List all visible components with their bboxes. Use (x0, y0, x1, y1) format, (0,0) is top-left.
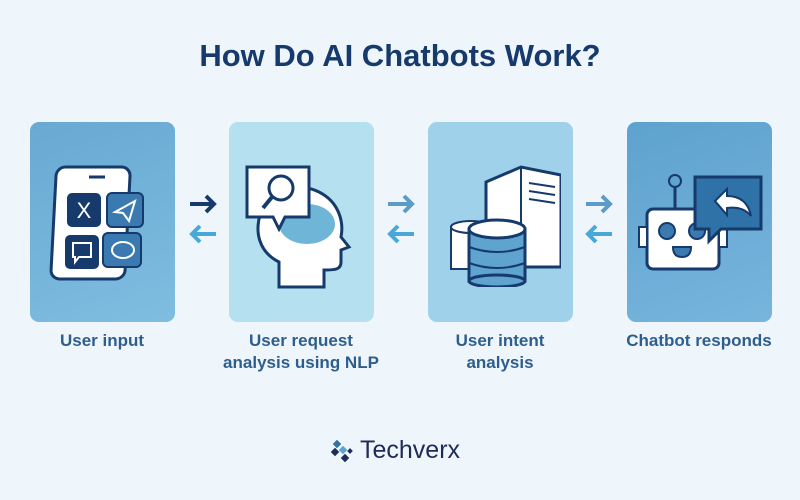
arrows-2-3 (387, 194, 415, 244)
brand-name: Techverx (360, 436, 461, 464)
step-label-1: User input (59, 331, 145, 350)
step-label-4: Chatbot responds (626, 331, 772, 350)
phone-social-apps-icon: X (49, 165, 144, 281)
head-search-icon (245, 165, 352, 289)
step-card-intent-analysis (428, 122, 573, 322)
robot-reply-icon (637, 174, 762, 271)
techverx-logo-icon (330, 439, 353, 462)
step-label-3: User intent analysis (455, 331, 545, 372)
step-label-2: User request analysis using NLP (223, 331, 379, 372)
svg-text:X: X (76, 198, 91, 223)
step-card-user-input: X (30, 122, 175, 322)
page-title: How Do AI Chatbots Work? (199, 38, 601, 73)
step-card-chatbot-responds (627, 122, 772, 322)
server-database-icon (449, 165, 561, 287)
step-card-nlp-analysis (229, 122, 374, 322)
arrows-3-4 (585, 194, 613, 244)
arrows-1-2 (189, 194, 217, 244)
brand-logo: Techverx (330, 436, 460, 465)
